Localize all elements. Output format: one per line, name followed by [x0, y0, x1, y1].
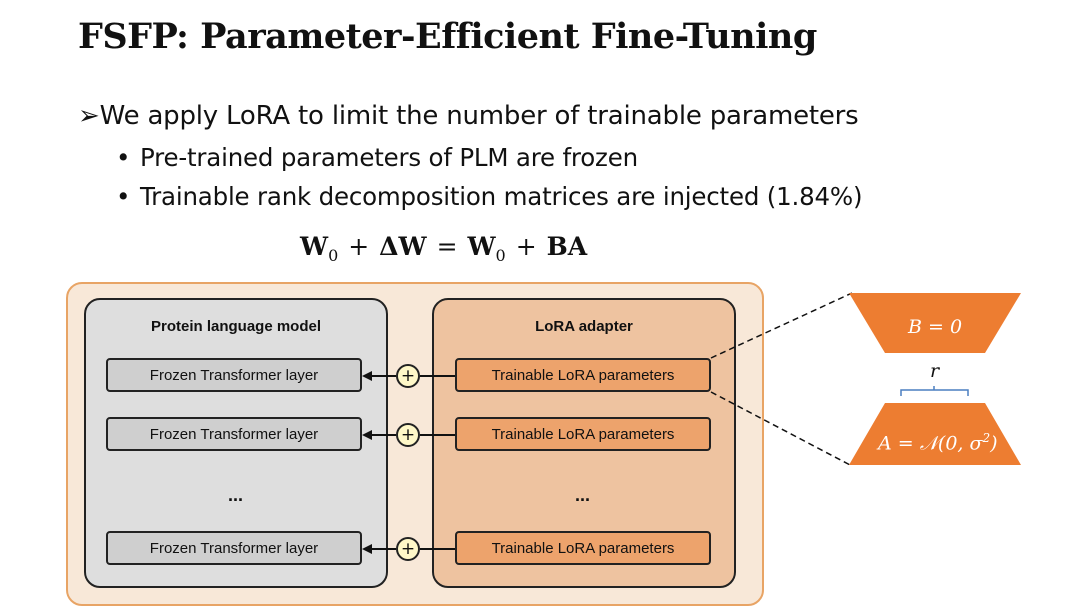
lora-ellipsis: ...	[575, 485, 591, 505]
sub-bullet-marker: •	[116, 143, 131, 172]
eq-subscript: 0	[328, 246, 339, 265]
zoom-line-bottom	[710, 391, 853, 467]
matrix-a-close: )	[990, 432, 998, 455]
eq-w: W	[300, 232, 329, 261]
bullet-main: ➢We apply LoRA to limit the number of tr…	[78, 101, 859, 131]
frozen-layer: Frozen Transformer layer	[106, 531, 362, 565]
trainable-layer: Trainable LoRA parameters	[455, 358, 711, 392]
eq-plus: +	[348, 232, 370, 261]
matrix-b-label: B = 0	[908, 316, 963, 338]
sub-bullet-text: Pre-trained parameters of PLM are frozen	[140, 143, 638, 172]
plm-ellipsis: ...	[228, 485, 244, 505]
trainable-layer: Trainable LoRA parameters	[455, 417, 711, 451]
plus-circle-icon: +	[396, 537, 420, 561]
zoom-line-top	[710, 292, 853, 359]
trainable-layer: Trainable LoRA parameters	[455, 531, 711, 565]
sub-bullet-marker: •	[116, 182, 131, 211]
rank-brace	[900, 386, 969, 396]
eq-w: W	[467, 232, 496, 261]
rank-label: r	[930, 360, 940, 382]
sub-bullet-1: • Pre-trained parameters of PLM are froze…	[116, 143, 638, 172]
matrix-a-text: A = 𝒩(0, σ	[878, 432, 983, 455]
matrix-a-shape	[849, 403, 1021, 465]
sub-bullet-text: Trainable rank decomposition matrices ar…	[140, 182, 863, 211]
frozen-layer: Frozen Transformer layer	[106, 417, 362, 451]
eq-equals: =	[436, 232, 458, 261]
matrix-a-sup: 2	[982, 431, 991, 445]
eq-plus: +	[515, 232, 537, 261]
eq-ba: BA	[546, 232, 588, 261]
bullet-main-text: We apply LoRA to limit the number of tra…	[99, 101, 859, 131]
sub-bullet-2: • Trainable rank decomposition matrices a…	[116, 182, 863, 211]
lora-title: LoRA adapter	[535, 318, 633, 335]
plm-title: Protein language model	[150, 318, 322, 335]
matrix-b-shape	[849, 293, 1021, 353]
arrow-bullet-icon: ➢	[78, 101, 100, 131]
eq-delta-w: ΔW	[379, 232, 427, 261]
lora-equation: W0 + ΔW = W0 + BA	[300, 232, 587, 265]
eq-subscript: 0	[495, 246, 506, 265]
matrix-a-label: A = 𝒩(0, σ2)	[878, 431, 998, 454]
plus-circle-icon: +	[396, 423, 420, 447]
frozen-layer: Frozen Transformer layer	[106, 358, 362, 392]
plus-circle-icon: +	[396, 364, 420, 388]
slide-title: FSFP: Parameter-Efficient Fine-Tuning	[78, 16, 817, 57]
